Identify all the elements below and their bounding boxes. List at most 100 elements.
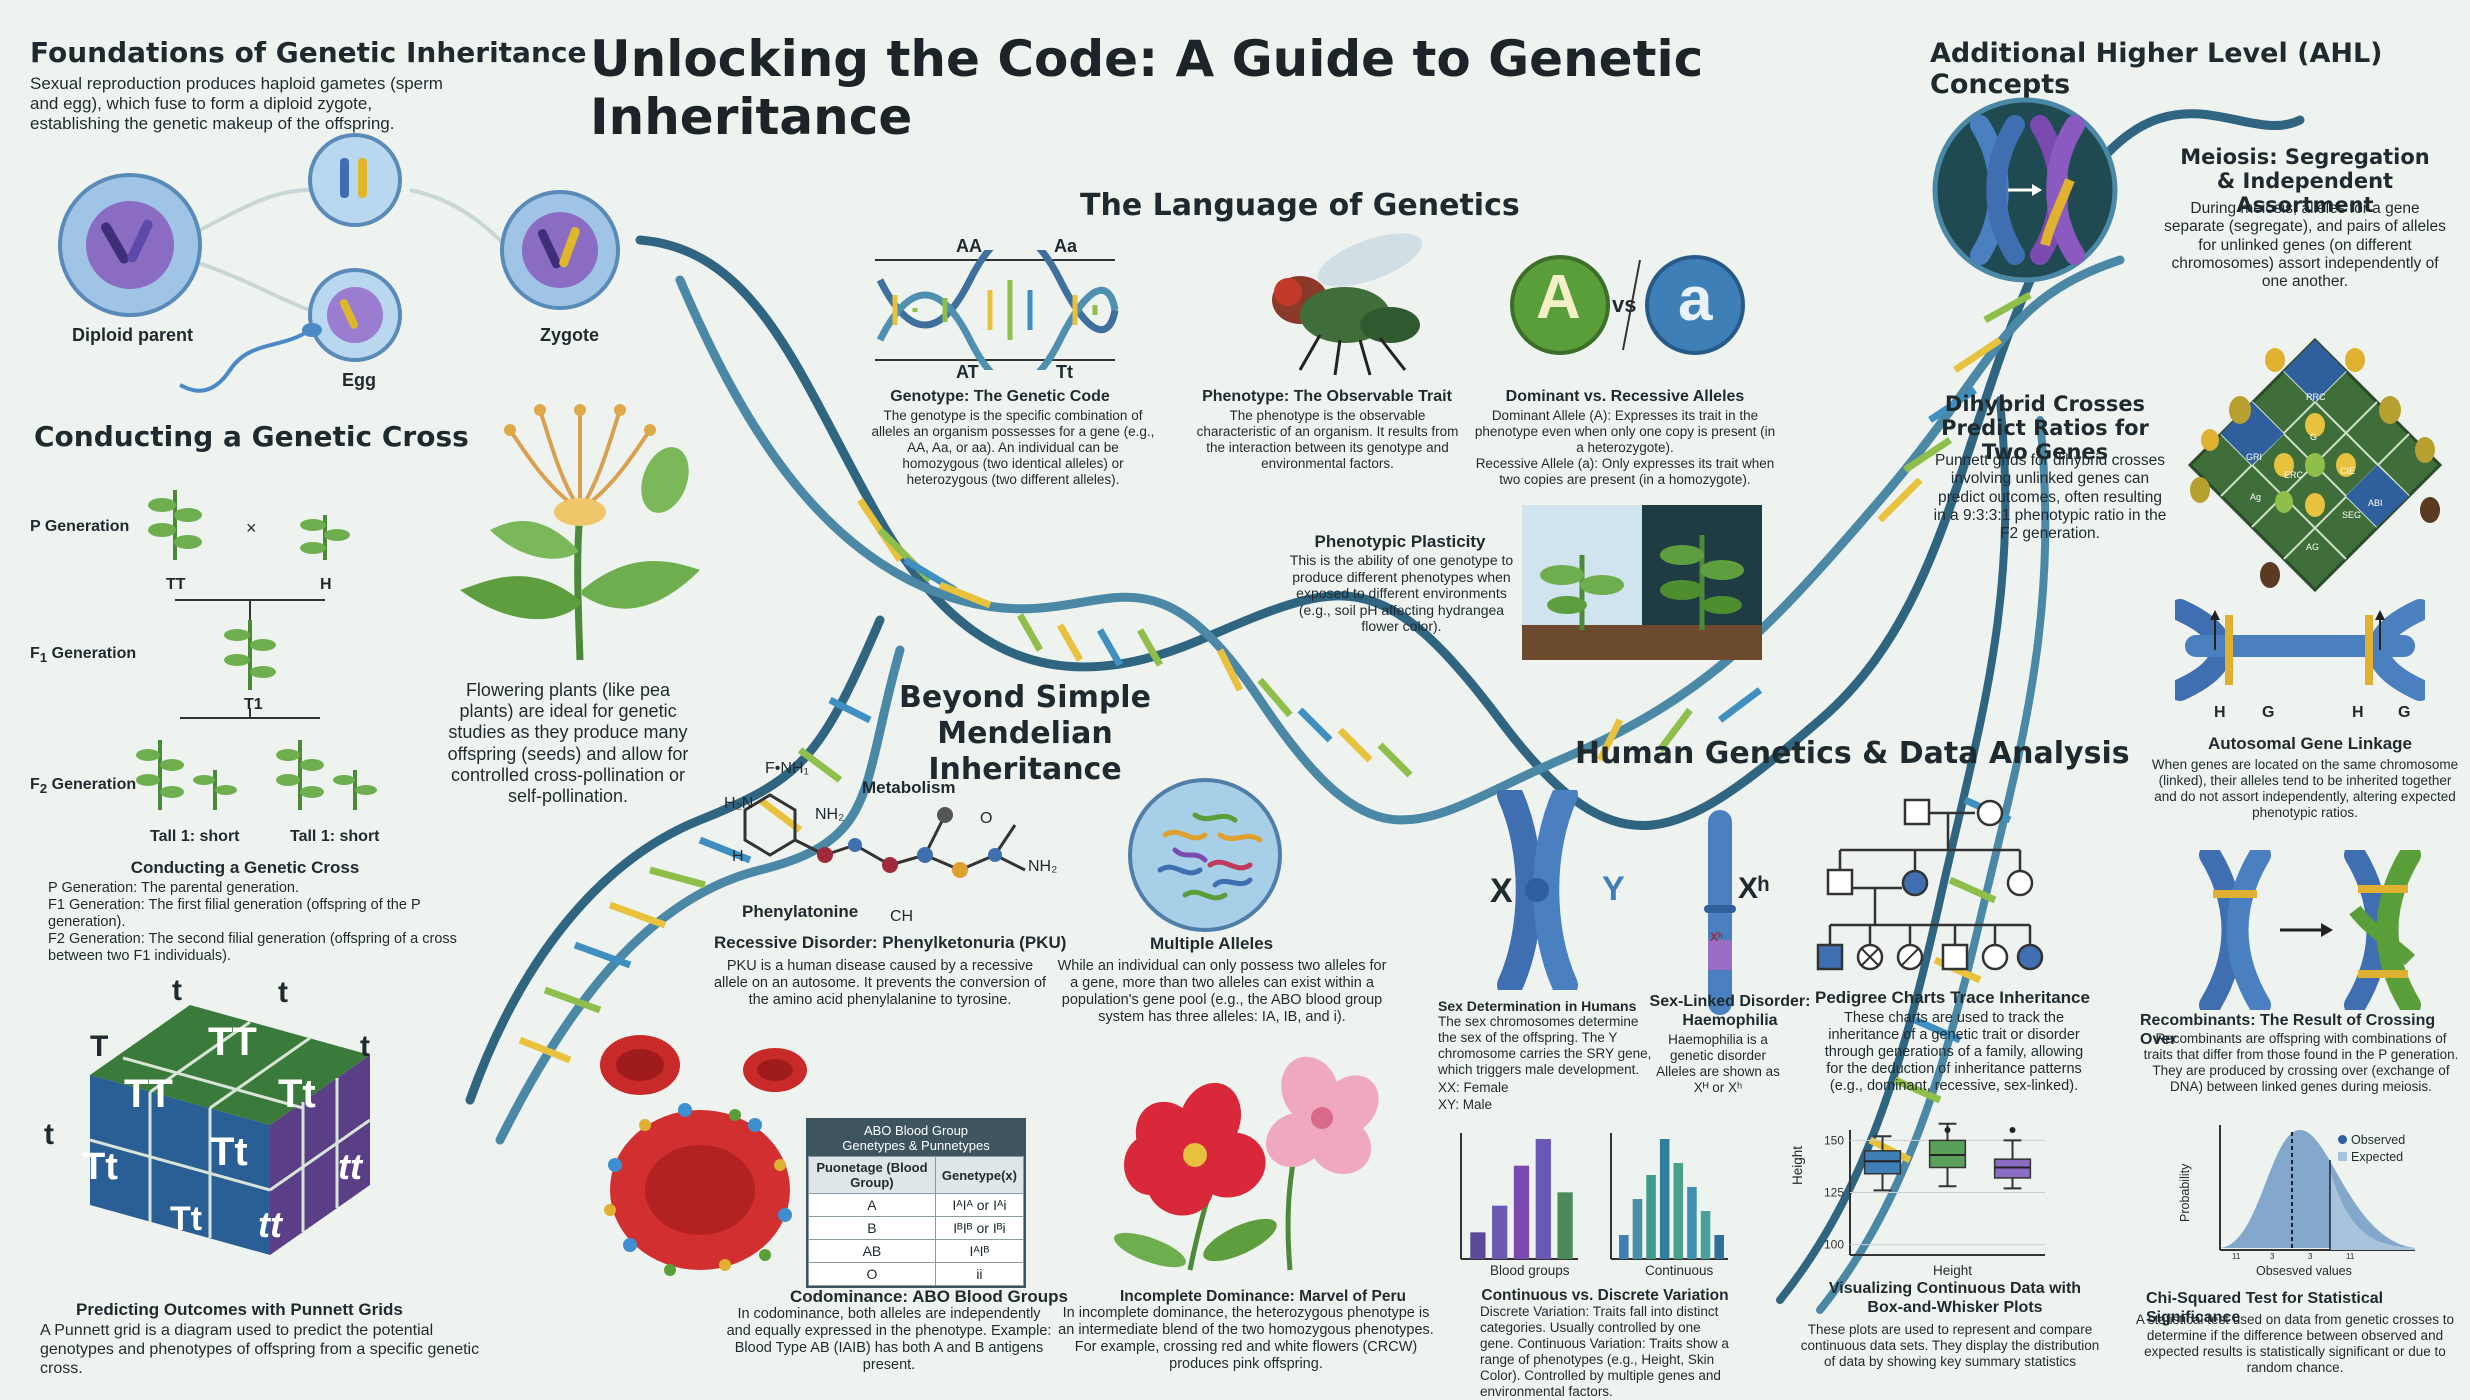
plant-icon (148, 490, 202, 560)
meiosis-chromosome-circle (1932, 97, 2118, 283)
recessive-text: Recessive Allele (a): Only expresses its… (1475, 456, 1775, 487)
linkage-gene-letter: G (2262, 704, 2275, 721)
haemophilia-chromosome (1704, 810, 1736, 1015)
dna-bottom-label: Tt (1056, 362, 1073, 382)
xh-band-label: Xʰ (1710, 930, 1723, 944)
foundations-text: Sexual reproduction produces haploid gam… (30, 74, 443, 134)
molecule-atom-label: O (980, 810, 993, 827)
pku-text: PKU is a human disease caused by a reces… (713, 958, 1047, 1009)
phenylalanine-molecule (743, 793, 1026, 878)
linkage-text: When genes are located on the same chrom… (2151, 757, 2459, 820)
box-plot-text: These plots are used to represent and co… (1800, 1322, 2100, 1369)
abo-col-header: Genetype(x) (934, 1156, 1025, 1194)
incomplete-title: Incomplete Dominance: Marvel of Peru (1120, 1288, 1406, 1305)
punnett-left-letter: t (44, 1118, 54, 1151)
gene-linkage-chromosomes (2175, 599, 2425, 701)
pedigree-text: These charts are used to track the inher… (1824, 1010, 2084, 1095)
molecule-atom-label: F•NH₁ (765, 760, 809, 777)
crossing-over-chromosomes (2199, 850, 2421, 1010)
pink-flower (1265, 1056, 1379, 1175)
dna-top-label: AA (956, 236, 982, 256)
dna-top-label: Aa (1054, 236, 1078, 256)
page-title: Unlocking the Code: A Guide to Genetic I… (590, 30, 1704, 146)
continuous-bar-chart (1610, 1133, 1728, 1260)
pedigree-title: Pedigree Charts Trace Inheritance (1815, 988, 2090, 1007)
phenylatonine-label: Phenylatonine (742, 902, 859, 921)
allele-vs-text: vs (1612, 292, 1637, 317)
plant-icon (276, 740, 324, 810)
red-flower (1124, 1082, 1266, 1216)
f1-generation-label: F1 Generation (30, 645, 137, 666)
linkage-title: Autosomal Gene Linkage (2207, 734, 2413, 753)
chi-tick-label: 3 (2270, 1252, 2275, 1261)
meiosis-title: Meiosis: Segregation & Independent Assor… (2180, 145, 2430, 217)
bar (1535, 1139, 1551, 1259)
box-chart-ylabel: Height (1790, 1145, 1805, 1185)
punnett-cell: TT (208, 1020, 257, 1064)
dna-bottom-label: AT (956, 362, 979, 382)
bar (1557, 1192, 1573, 1259)
sex-xx: XX: Female (1438, 1080, 1509, 1095)
plant-icon (136, 740, 184, 810)
f2-ratio-right: Tall 1: short (290, 828, 380, 845)
genotype-text: The genotype is the specific combination… (871, 408, 1155, 487)
bar (1687, 1187, 1697, 1259)
box (1993, 1158, 2032, 1179)
punnett-cell: Tt (82, 1146, 118, 1188)
dominant-title: Dominant vs. Recessive Alleles (1505, 388, 1745, 405)
dna-rungs (518, 291, 2032, 1164)
xh-chromosome-label: Xʰ (1738, 872, 1770, 905)
plant-icon (300, 515, 350, 560)
beyond-heading-line: Beyond Simple (899, 680, 1151, 715)
haemophilia-text: Haemophilia is a genetic disorder Allele… (1656, 1032, 1780, 1095)
cross-caption-line: F2 Generation: The second filial generat… (48, 931, 457, 965)
box-chart-xlabel: Height (1933, 1263, 1973, 1278)
punnett-grid-illustration (89, 1005, 371, 1255)
punnett-cell: tt (338, 1146, 362, 1187)
red-blood-cells-illustration (600, 1035, 807, 1276)
allele-circles-illustration (1510, 255, 1745, 355)
dihybrid-cell-label: ERC (2284, 470, 2304, 480)
sex-xy: XY: Male (1438, 1097, 1493, 1112)
box (1928, 1139, 1967, 1169)
box (1863, 1150, 1902, 1175)
cross-heading: Conducting a Genetic Cross (34, 420, 469, 453)
multiple-alleles-text: While an individual can only possess two… (1057, 958, 1387, 1026)
dihybrid-cell-label: Ag (2250, 492, 2262, 502)
bar (1470, 1232, 1486, 1259)
cross-times-symbol: × (246, 518, 257, 538)
y-tick-label: 150 (1824, 1133, 1844, 1147)
bar (1646, 1175, 1656, 1259)
dihybrid-cell-label: GRI (2246, 452, 2263, 462)
linkage-gene-letter: G (2398, 704, 2411, 721)
punnett-right-letter: t (360, 1030, 370, 1063)
chi-legend-item: Expected (2338, 1150, 2403, 1165)
dihybrid-punnett-grid (2187, 337, 2443, 593)
outlier-point (1944, 1127, 1951, 1133)
allele-recessive-letter: a (1678, 265, 1713, 334)
bar-chart-xlabel: Blood groups (1490, 1263, 1570, 1278)
x-chromosome-label: X (1490, 872, 1513, 910)
y-tick-label: 125 (1824, 1186, 1844, 1200)
chi-squared-text: A statistical test used on data from gen… (2135, 1312, 2455, 1375)
cross-caption-title: Conducting a Genetic Cross (130, 858, 360, 877)
recombinants-title: Recombinants: The Result of Crossing Ove… (2140, 1012, 2436, 1048)
metabolism-label: Metabolism (862, 778, 956, 797)
cross-caption-lines: P Generation: The parental generation. F… (48, 880, 468, 966)
p-right-genotype: H (320, 576, 332, 593)
punnett-top-letter: t (278, 976, 288, 1009)
chi-tick-label: 3 (2308, 1252, 2313, 1261)
plant-icon (333, 770, 377, 810)
f1-genotype: T1 (244, 696, 263, 713)
cell-fusion-illustration (58, 133, 620, 393)
y-chromosome-label: Y (1602, 870, 1625, 908)
dihybrid-cell-label: RRC (2306, 392, 2326, 402)
plasticity-title: Phenotypic Plasticity (1314, 532, 1486, 551)
diploid-parent-label: Diploid parent (72, 325, 193, 345)
chi-squared-curve (2219, 1125, 2415, 1251)
p-left-genotype: TT (166, 576, 186, 593)
beyond-heading-line: Mendelian Inheritance (928, 716, 1122, 787)
